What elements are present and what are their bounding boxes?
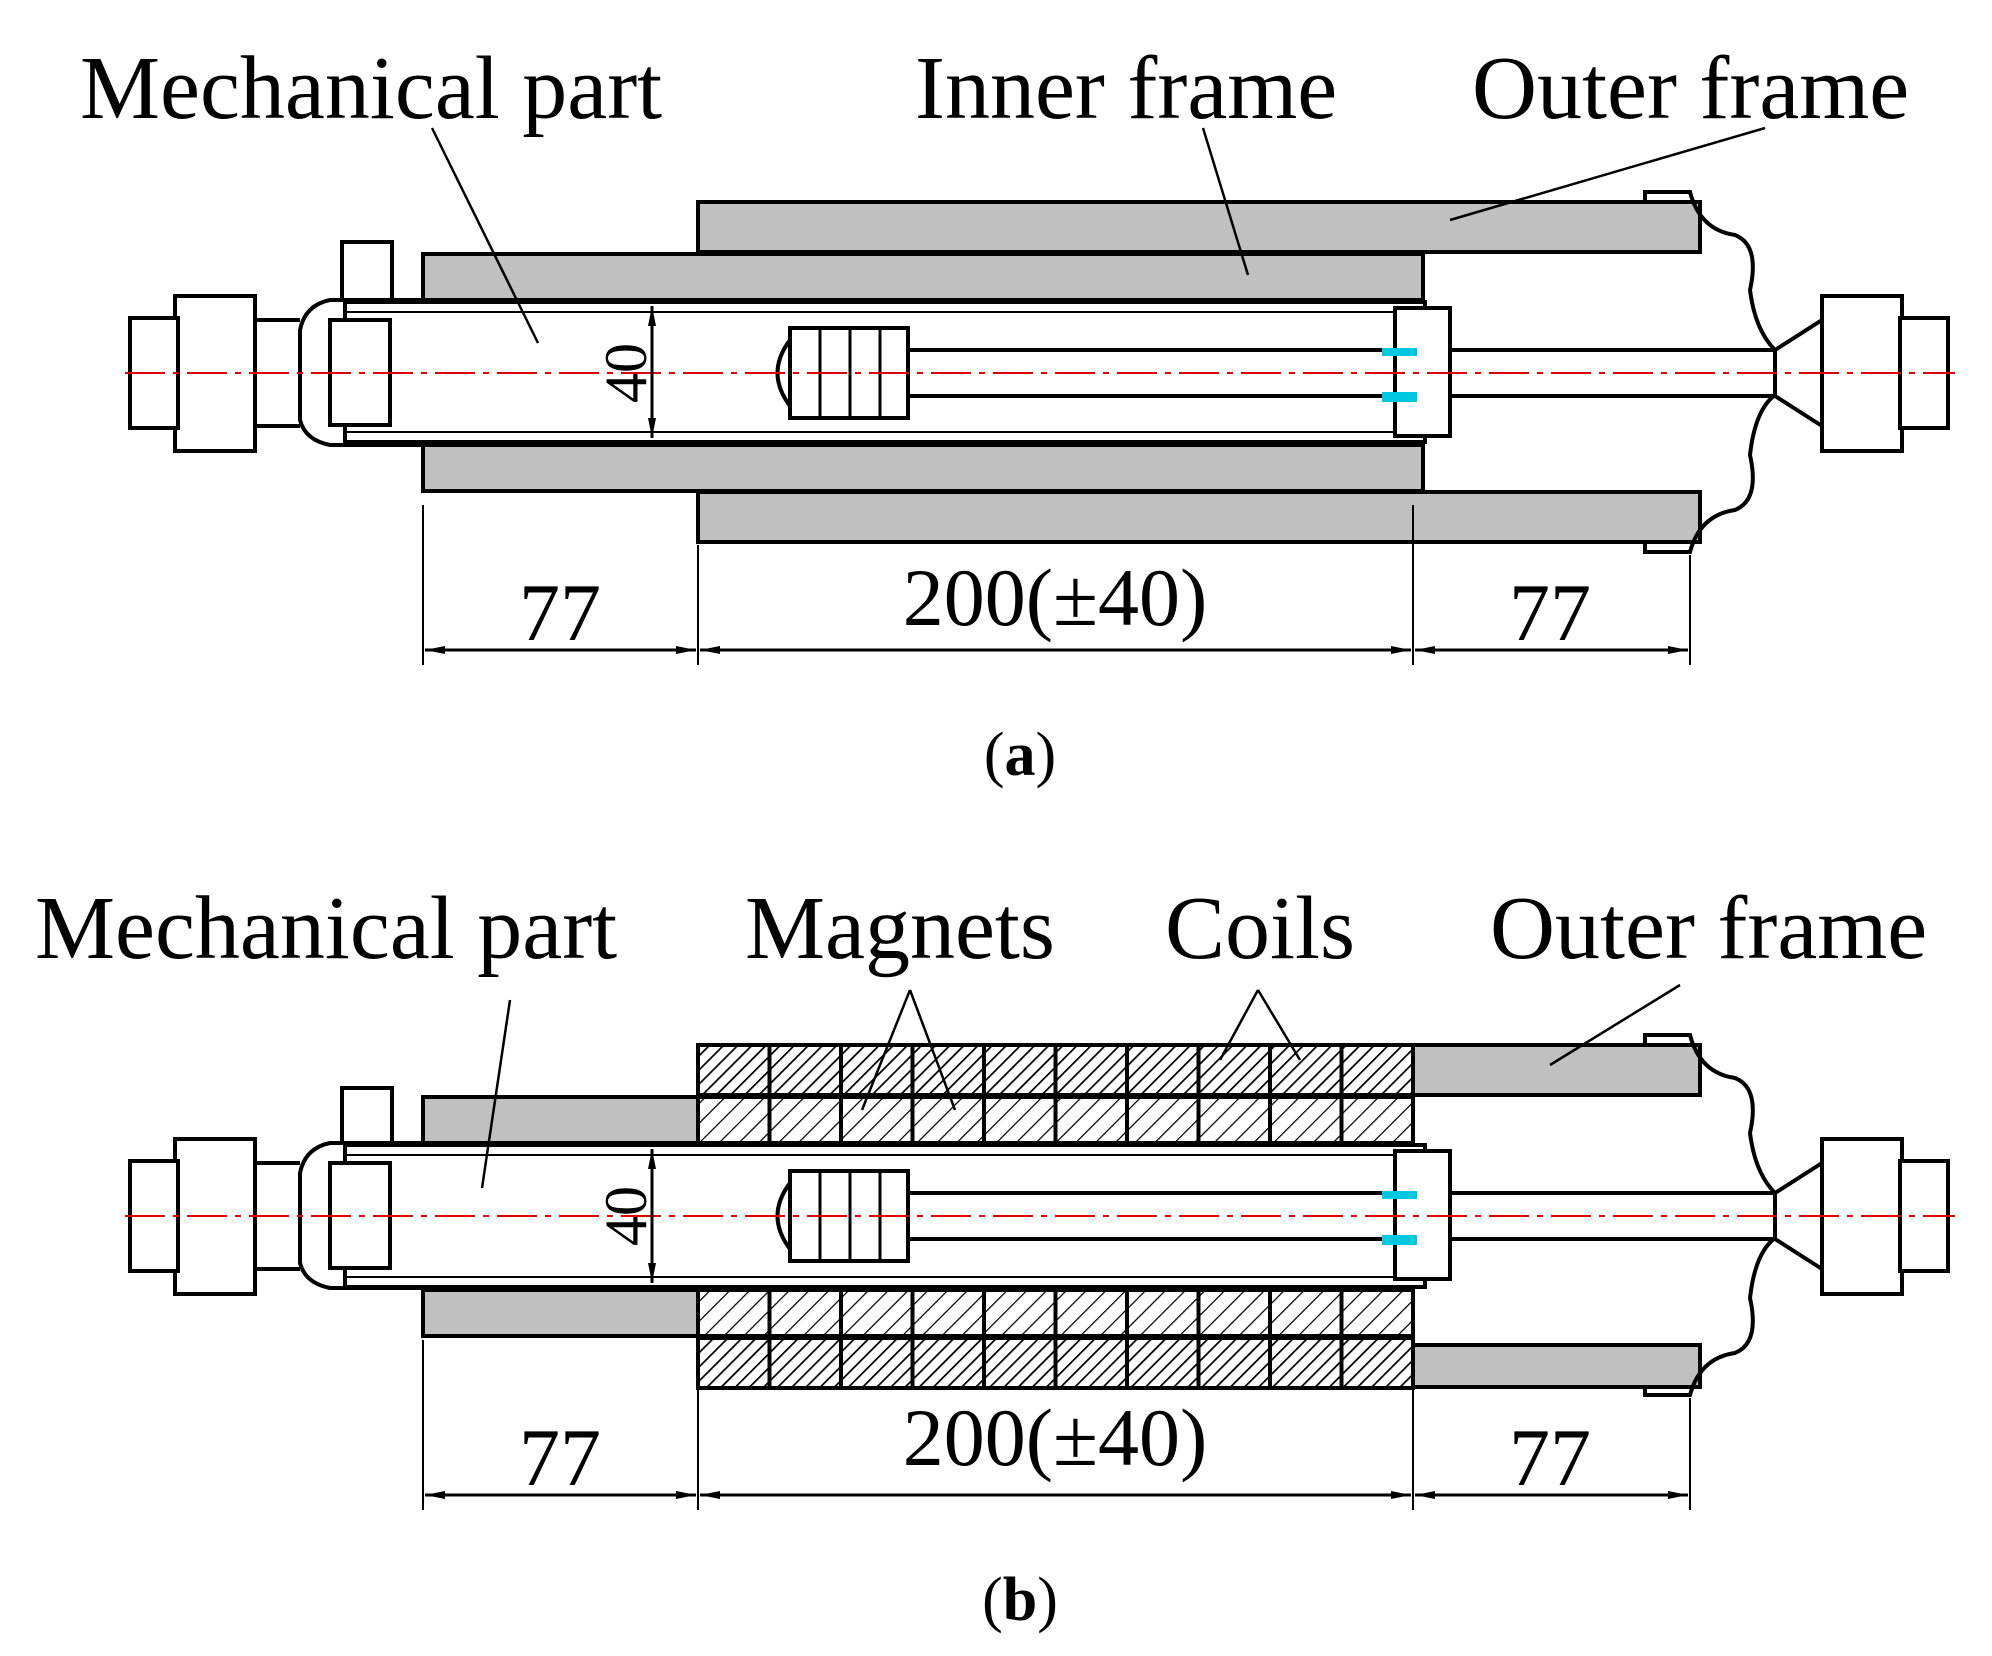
label-outer-frame-b: Outer frame <box>1490 879 1927 978</box>
dim-middle-a: 200(±40) <box>903 552 1208 643</box>
coil-cell-bottom <box>1339 1336 1415 1390</box>
label-magnets-b: Magnets <box>745 879 1055 978</box>
coil-cell-top <box>1268 1043 1344 1097</box>
leader-magnets-b-2 <box>908 989 957 1111</box>
outer-frame-bottom <box>696 490 1702 544</box>
panel-b: 40 77 200(±40) 77 Mechanical part Magnet… <box>35 879 1955 1634</box>
magnet-cell-top <box>696 1095 772 1145</box>
seal-marker-top <box>1382 348 1417 356</box>
label-outer-frame-a: Outer frame <box>1472 39 1909 138</box>
coil-cell-top <box>696 1043 772 1097</box>
outer-frame-top-b <box>1411 1043 1702 1097</box>
leader-mechanical-part-a <box>430 127 540 344</box>
coil-cell-top <box>1339 1043 1415 1097</box>
magnet-coil-stack <box>696 1043 1415 1390</box>
diameter-label-a: 40 <box>593 343 659 403</box>
coil-cell-top <box>1196 1043 1272 1097</box>
coil-cell-bottom <box>1268 1336 1344 1390</box>
coil-cell-bottom <box>767 1336 843 1390</box>
label-inner-frame-a: Inner frame <box>915 39 1337 138</box>
dim-middle-b: 200(±40) <box>903 1392 1208 1483</box>
magnet-cell-top <box>839 1095 915 1145</box>
inner-frame-top <box>421 252 1425 302</box>
magnet-cell-top <box>1125 1095 1201 1145</box>
panel-a: 40 77 200(±40) 77 Mechanical part Inner … <box>80 39 1955 789</box>
magnet-cell-top <box>982 1095 1058 1145</box>
dim-left-b: 77 <box>519 1412 601 1503</box>
coil-cell-top <box>767 1043 843 1097</box>
coil-cell-bottom <box>1196 1336 1272 1390</box>
coil-cell-top <box>1125 1043 1201 1097</box>
coil-cell-top <box>910 1043 986 1097</box>
mount-bracket-b <box>340 1086 394 1145</box>
magnet-cell-top <box>910 1095 986 1145</box>
magnet-cell-top <box>767 1095 843 1145</box>
dim-right-a: 77 <box>1509 567 1591 658</box>
inner-frame-top-b <box>421 1095 702 1145</box>
leader-inner-frame-a <box>1201 127 1250 276</box>
magnet-cell-top <box>1339 1095 1415 1145</box>
seal-marker-top-b <box>1382 1191 1417 1199</box>
magnet-cell-bottom <box>839 1288 915 1338</box>
coil-cell-bottom <box>1125 1336 1201 1390</box>
magnet-cell-bottom <box>767 1288 843 1338</box>
magnet-cell-bottom <box>982 1288 1058 1338</box>
coil-cell-bottom <box>696 1336 772 1390</box>
coil-cell-top <box>1053 1043 1129 1097</box>
label-mechanical-part-a: Mechanical part <box>80 39 662 138</box>
magnet-cell-bottom <box>1268 1288 1344 1338</box>
magnet-cell-top <box>1196 1095 1272 1145</box>
magnet-cell-top <box>1268 1095 1344 1145</box>
diameter-label-b: 40 <box>593 1186 659 1246</box>
magnet-cell-bottom <box>696 1288 772 1338</box>
caption-b: (b) <box>982 1566 1058 1634</box>
coil-cell-bottom <box>1053 1336 1129 1390</box>
leader-magnets-b-1 <box>860 989 912 1111</box>
caption-a: (a) <box>984 721 1056 789</box>
dim-left-a: 77 <box>519 567 601 658</box>
tube-end-cap <box>298 298 423 447</box>
mount-bracket <box>340 240 394 302</box>
label-mechanical-part-b: Mechanical part <box>35 879 617 978</box>
tube-end-cap-b <box>298 1141 423 1290</box>
leader-coils-b-2 <box>1256 989 1302 1061</box>
leader-outer-frame-b <box>1549 983 1681 1067</box>
seal-marker-bottom <box>1382 392 1417 402</box>
inner-frame-bottom-b <box>421 1288 702 1338</box>
label-coils-b: Coils <box>1165 879 1355 978</box>
seal-marker-bottom-b <box>1382 1235 1417 1245</box>
leader-coils-b-1 <box>1218 989 1260 1061</box>
leader-mechanical-part-b <box>480 999 512 1189</box>
coil-cell-bottom <box>910 1336 986 1390</box>
coil-cell-top <box>982 1043 1058 1097</box>
dim-right-b: 77 <box>1509 1412 1591 1503</box>
outer-frame-bottom-b <box>1411 1343 1702 1389</box>
magnet-cell-bottom <box>1339 1288 1415 1338</box>
magnet-cell-bottom <box>910 1288 986 1338</box>
magnet-cell-bottom <box>1125 1288 1201 1338</box>
inner-frame-bottom <box>421 443 1425 493</box>
magnet-cell-bottom <box>1053 1288 1129 1338</box>
magnet-cell-top <box>1053 1095 1129 1145</box>
coil-cell-bottom <box>982 1336 1058 1390</box>
coil-cell-bottom <box>839 1336 915 1390</box>
outer-frame-top <box>696 200 1702 254</box>
leader-outer-frame-a <box>1449 126 1766 222</box>
magnet-cell-bottom <box>1196 1288 1272 1338</box>
